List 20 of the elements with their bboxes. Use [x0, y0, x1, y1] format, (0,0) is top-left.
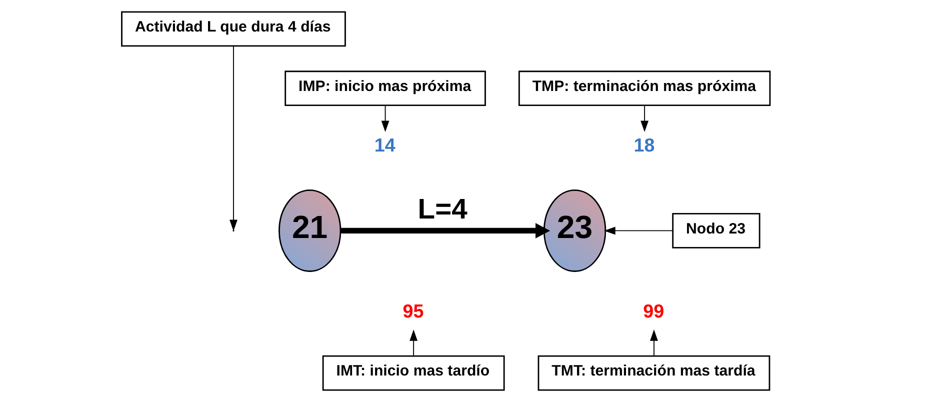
node-box: Actividad L que dura 4 días: [120, 11, 346, 47]
node-text: 99: [642, 300, 664, 322]
arrow: [229, 46, 237, 232]
edge-label: L=4: [417, 192, 467, 224]
node-box: IMT: inicio mas tardío: [322, 355, 504, 391]
node-box: Nodo 23: [672, 213, 760, 248]
node-box: TMT: terminación mas tardía: [537, 355, 770, 391]
arrow: [380, 105, 389, 132]
arrow: [340, 223, 550, 238]
node-ellipse: 21: [278, 189, 341, 272]
node-box: IMP: inicio mas próxima: [284, 70, 486, 106]
node-text: 14: [374, 134, 395, 156]
arrow: [409, 330, 418, 356]
node-text: 18: [633, 134, 654, 156]
arrow: [604, 226, 672, 235]
arrow: [650, 330, 658, 356]
node-text: 95: [402, 300, 424, 322]
arrow: [640, 105, 648, 132]
node-box: TMP: terminación mas próxima: [518, 70, 770, 106]
node-ellipse: 23: [542, 189, 606, 272]
